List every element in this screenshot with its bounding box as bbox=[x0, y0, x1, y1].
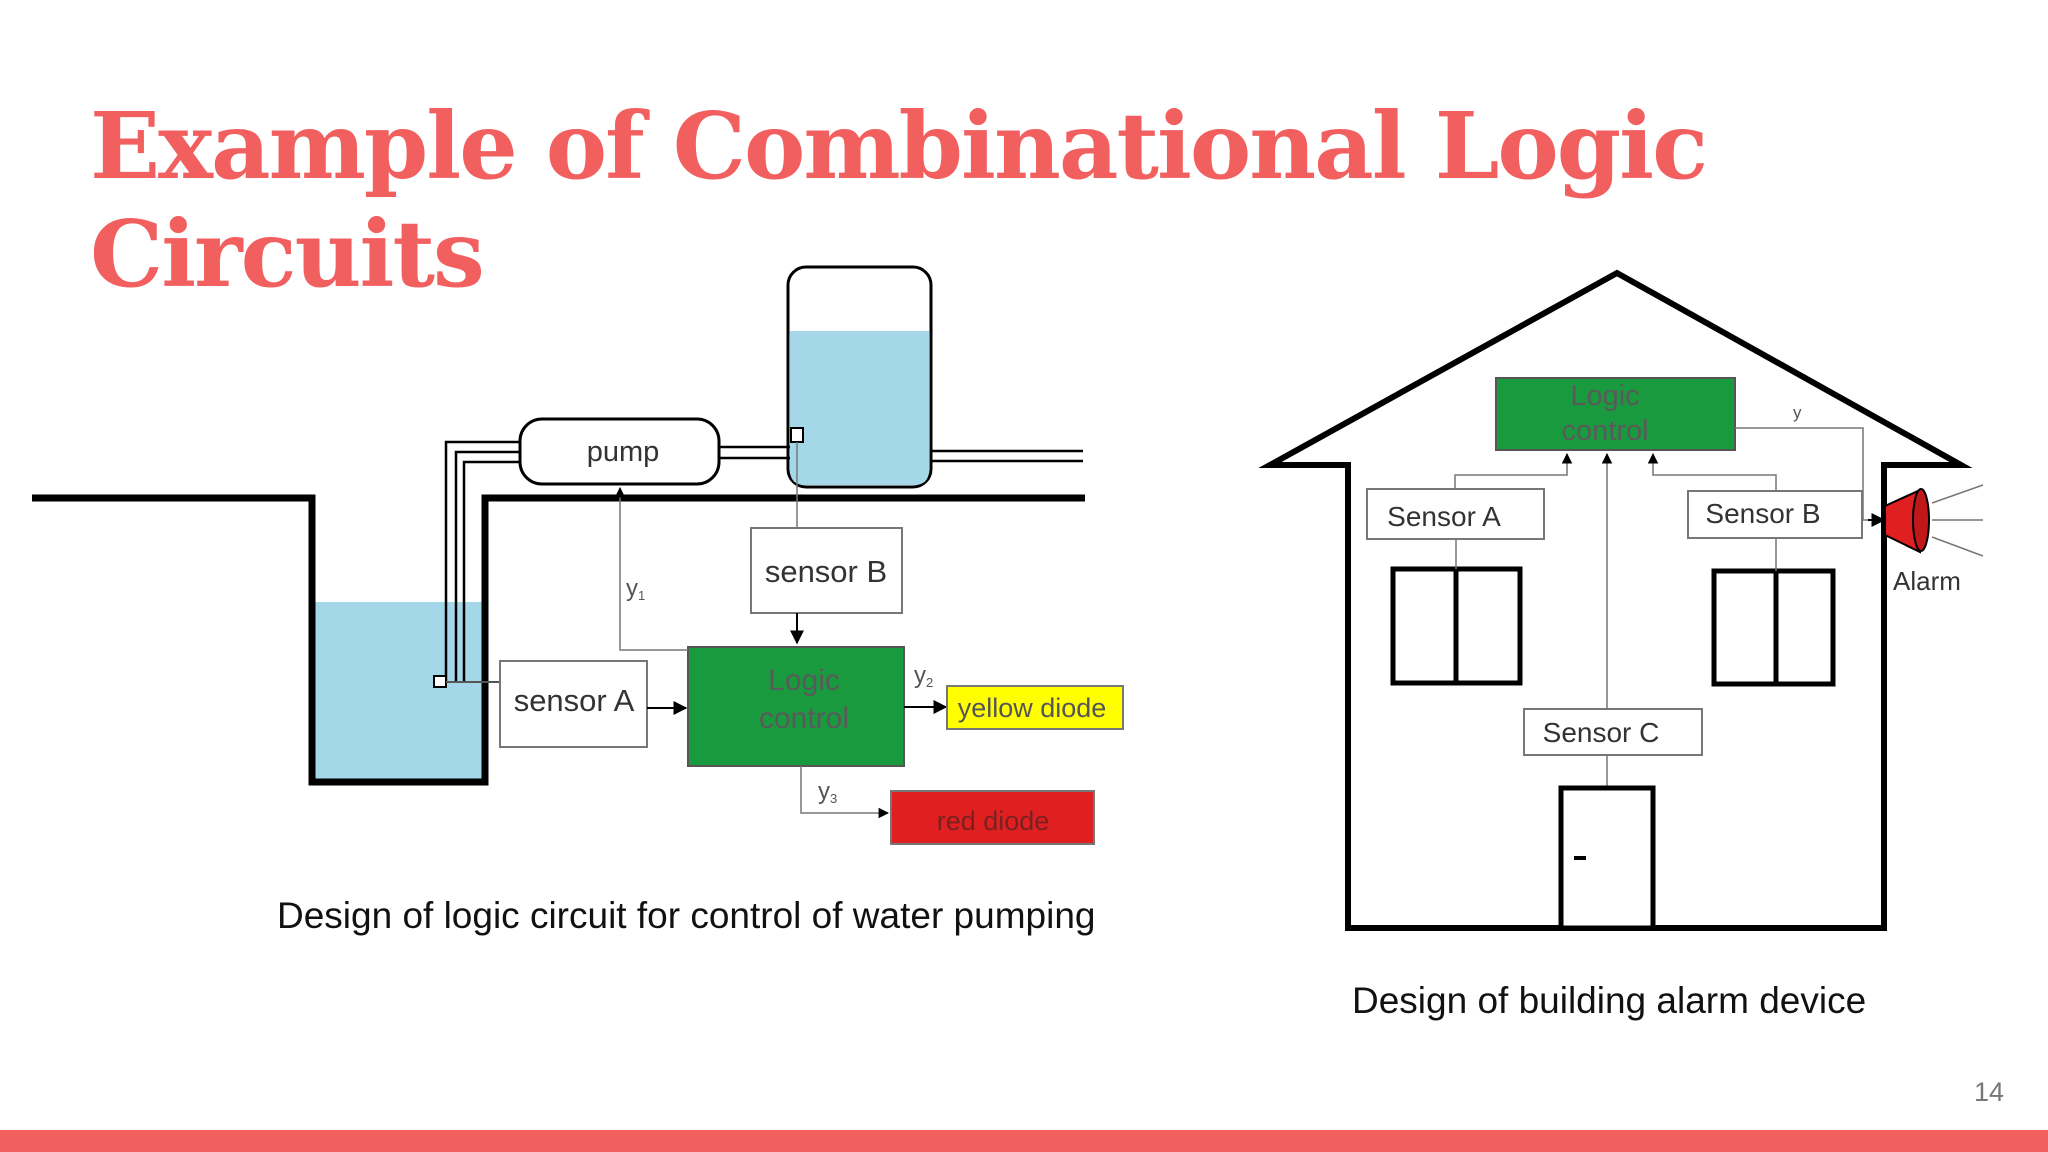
red-diode-box bbox=[890, 790, 1095, 845]
alarm-horn-icon bbox=[1884, 484, 1984, 557]
alarm-sensor-b-box bbox=[1687, 490, 1863, 539]
tank-sensor-square bbox=[790, 427, 804, 443]
alarm-logic-control-box bbox=[1495, 377, 1736, 451]
bottom-accent-bar bbox=[0, 1130, 2048, 1152]
tank-water bbox=[790, 331, 929, 485]
y2-label: y2 bbox=[914, 662, 933, 690]
pump-box bbox=[518, 417, 721, 486]
alarm-caption: Design of building alarm device bbox=[1352, 980, 1867, 1021]
door bbox=[1558, 785, 1656, 931]
alarm-logic-line2: control bbox=[1561, 415, 1648, 447]
sensor-b-box bbox=[750, 527, 903, 614]
sensor-a-signal bbox=[1454, 452, 1573, 489]
y3-label: y3 bbox=[818, 778, 837, 806]
building-alarm-diagram: Logic control Sensor A Sensor B Sensor C bbox=[1258, 269, 1984, 931]
alarm-logic-line1: Logic bbox=[1570, 380, 1639, 412]
page-number: 14 bbox=[1973, 1077, 2004, 1107]
suction-pipe bbox=[444, 440, 520, 682]
right-window bbox=[1711, 538, 1836, 687]
water-pumping-diagram: pump sensor B sensor A Logic control y1 … bbox=[32, 265, 1124, 845]
red-diode-label: red diode bbox=[937, 806, 1050, 836]
reservoir-sensor-square bbox=[433, 675, 447, 688]
yellow-diode-box bbox=[946, 685, 1124, 730]
sensor-a-label: sensor A bbox=[514, 683, 635, 718]
left-window bbox=[1390, 539, 1523, 686]
slide-title: Example of Combinational Logic Circuits bbox=[90, 92, 1708, 308]
ground-line bbox=[32, 494, 1085, 786]
y3-signal-line bbox=[800, 766, 890, 819]
alarm-label: Alarm bbox=[1893, 566, 1961, 596]
reservoir-water bbox=[314, 602, 483, 782]
sensor-b-signal bbox=[1647, 452, 1777, 491]
pumping-caption: Design of logic circuit for control of w… bbox=[277, 895, 1096, 936]
y1-signal-line bbox=[614, 486, 688, 651]
sensor-b-label: sensor B bbox=[765, 554, 887, 589]
pump-label: pump bbox=[587, 436, 660, 468]
alarm-sensor-c-box bbox=[1523, 708, 1703, 756]
yellow-diode-label: yellow diode bbox=[958, 693, 1107, 723]
alarm-sensor-c-label: Sensor C bbox=[1543, 717, 1660, 748]
alarm-sensor-a-label: Sensor A bbox=[1387, 501, 1501, 532]
logic-control-line1: Logic bbox=[768, 664, 840, 697]
alarm-sensor-b-label: Sensor B bbox=[1705, 498, 1820, 529]
y1-label: y1 bbox=[626, 575, 645, 603]
house-outline bbox=[1258, 269, 1973, 931]
alarm-y-label: y bbox=[1793, 403, 1802, 422]
sensor-a-box bbox=[499, 660, 648, 748]
logic-control-line2: control bbox=[759, 702, 849, 735]
logic-control-box bbox=[687, 646, 905, 767]
